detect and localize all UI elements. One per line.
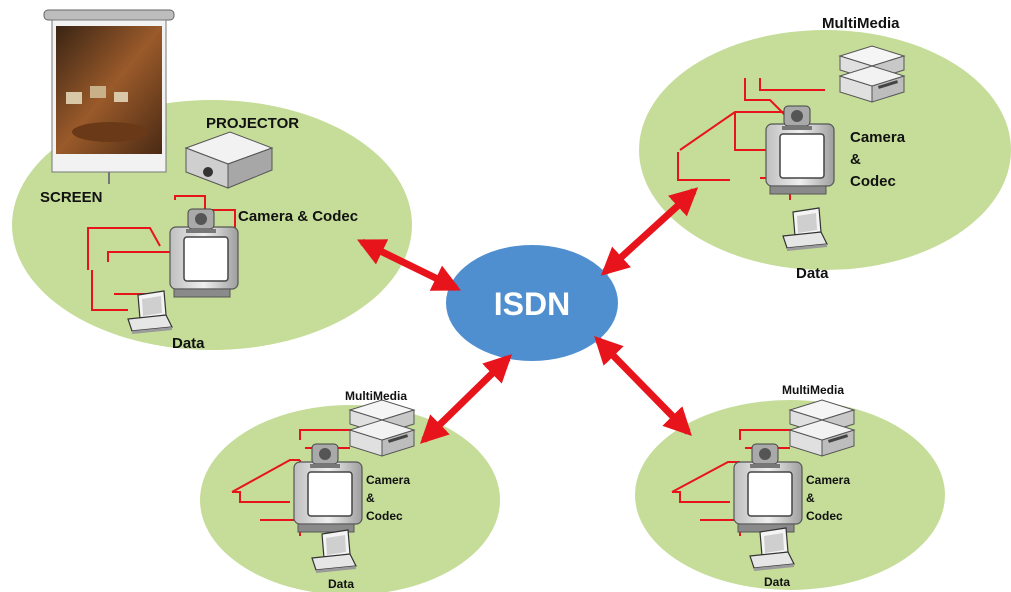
camera-codec-label: Camera & Codec	[238, 208, 358, 225]
isdn-label: ISDN	[494, 286, 570, 322]
multimedia-icon	[839, 45, 905, 103]
data-label: Data	[328, 577, 354, 591]
codec-label: Codec	[806, 509, 843, 523]
site-3: MultiMedia Camera & Codec Data	[231, 389, 415, 591]
ampersand-label: &	[806, 491, 815, 505]
data-label: Data	[764, 575, 790, 589]
codec-label: Codec	[366, 509, 403, 523]
projector-label: PROJECTOR	[206, 115, 299, 132]
isdn-hub	[446, 245, 618, 361]
isdn-links	[356, 187, 699, 444]
camera-label: Camera	[850, 129, 906, 146]
link-arrow-site-3	[419, 354, 513, 444]
site-4: MultiMedia Camera & Codec Data	[671, 383, 855, 589]
multimedia-label: MultiMedia	[782, 383, 844, 397]
ampersand-label: &	[366, 491, 375, 505]
camera-label: Camera	[806, 473, 850, 487]
multimedia-label: MultiMedia	[345, 389, 407, 403]
link-arrow-site-2	[600, 187, 699, 276]
site-1: SCREEN PROJECTOR Camera & Codec Data	[40, 9, 358, 352]
multimedia-icon	[349, 399, 415, 457]
ampersand-label: &	[850, 151, 861, 168]
data-label: Data	[796, 265, 829, 282]
projection-screen-icon	[43, 9, 175, 184]
projector-icon	[184, 131, 274, 189]
camera-label: Camera	[366, 473, 410, 487]
site-1-cables	[87, 195, 236, 311]
codec-label: Codec	[850, 173, 896, 190]
link-arrow-site-1	[356, 238, 462, 292]
multimedia-icon	[789, 399, 855, 457]
site-2: MultiMedia Camera & Codec Data	[677, 15, 906, 282]
data-label: Data	[172, 335, 205, 352]
link-arrow-site-4	[594, 335, 692, 437]
screen-label: SCREEN	[40, 189, 103, 206]
multimedia-label: MultiMedia	[822, 15, 900, 32]
